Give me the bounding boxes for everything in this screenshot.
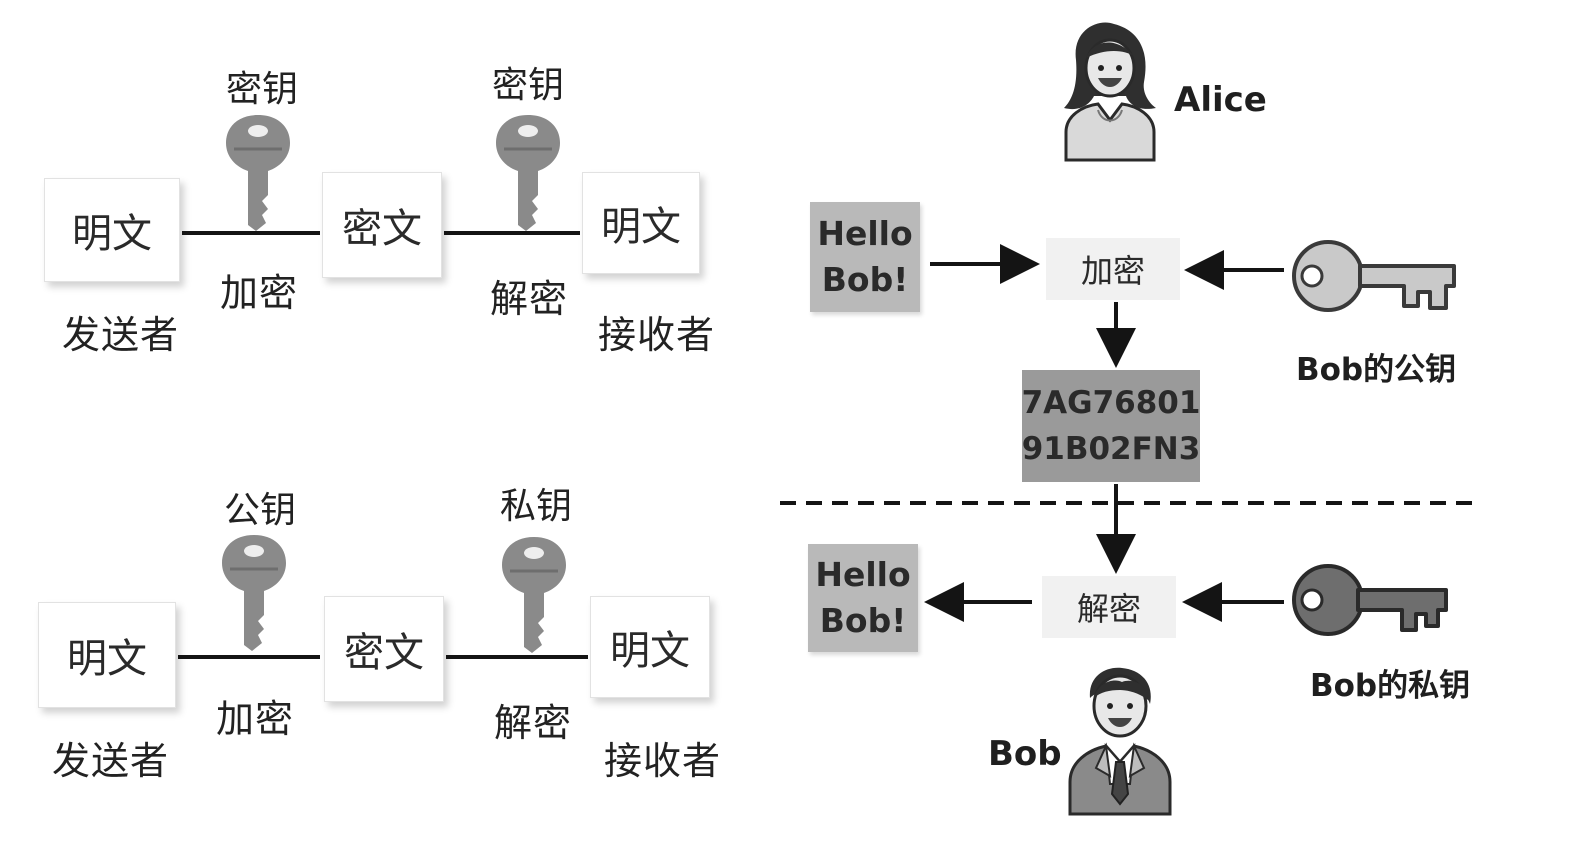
asymmetric-key-left-label: 公钥 bbox=[224, 490, 297, 531]
cipher-line-1: 7AG76801 bbox=[1021, 385, 1201, 421]
symmetric-key-right-icon bbox=[496, 115, 560, 231]
bob-name: Bob bbox=[988, 734, 1062, 774]
symmetric-ciphertext: 密文 bbox=[342, 206, 422, 252]
symmetric-encrypt-line bbox=[182, 231, 320, 235]
message-top-box: Hello Bob! bbox=[810, 202, 920, 312]
message-top-line-2: Bob! bbox=[821, 260, 909, 299]
public-key-label: Bob的公钥 bbox=[1296, 352, 1457, 388]
message-bottom-line-2: Bob! bbox=[819, 601, 907, 640]
symmetric-decrypt-label: 解密 bbox=[490, 277, 569, 321]
message-top-line-1: Hello bbox=[817, 214, 913, 253]
symmetric-plaintext-left: 明文 bbox=[72, 211, 152, 257]
symmetric-plaintext-right: 明文 bbox=[601, 204, 681, 250]
asymmetric-key-right-label: 私钥 bbox=[500, 486, 573, 527]
symmetric-ciphertext-box: 密文 bbox=[322, 172, 442, 278]
decrypt-op-box: 解密 bbox=[1042, 576, 1176, 638]
symmetric-key-left-label: 密钥 bbox=[226, 69, 299, 110]
symmetric-plaintext-left-box: 明文 bbox=[44, 178, 180, 282]
asymmetric-ciphertext: 密文 bbox=[344, 630, 424, 676]
encrypt-op-box: 加密 bbox=[1046, 238, 1180, 300]
asymmetric-public-key-icon bbox=[222, 535, 286, 651]
asymmetric-ciphertext-box: 密文 bbox=[324, 596, 444, 702]
message-bottom-box: Hello Bob! bbox=[808, 544, 918, 652]
asymmetric-plaintext-left: 明文 bbox=[67, 636, 147, 682]
public-key-icon bbox=[1292, 240, 1456, 312]
asymmetric-plaintext-right: 明文 bbox=[610, 628, 690, 674]
asymmetric-receiver-label: 接收者 bbox=[604, 739, 722, 783]
asymmetric-decrypt-line bbox=[446, 655, 588, 659]
alice-name: Alice bbox=[1174, 80, 1267, 120]
asymmetric-sender-label: 发送者 bbox=[52, 739, 170, 783]
symmetric-plaintext-right-box: 明文 bbox=[582, 172, 700, 274]
private-key-label: Bob的私钥 bbox=[1310, 668, 1471, 704]
bob-avatar-icon bbox=[1068, 667, 1172, 816]
encrypt-op-label: 加密 bbox=[1080, 252, 1145, 290]
asymmetric-encrypt-line bbox=[178, 655, 320, 659]
symmetric-decrypt-line bbox=[444, 231, 580, 235]
message-bottom-line-1: Hello bbox=[815, 555, 911, 594]
private-key-icon bbox=[1292, 564, 1448, 636]
symmetric-sender-label: 发送者 bbox=[62, 313, 180, 357]
cipher-box: 7AG76801 91B02FN3 bbox=[1022, 370, 1200, 482]
asymmetric-plaintext-left-box: 明文 bbox=[38, 602, 176, 708]
asymmetric-encrypt-label: 加密 bbox=[216, 697, 295, 741]
asymmetric-plaintext-right-box: 明文 bbox=[590, 596, 710, 698]
symmetric-receiver-label: 接收者 bbox=[598, 313, 716, 357]
symmetric-key-right-label: 密钥 bbox=[492, 65, 565, 106]
cipher-line-2: 91B02FN3 bbox=[1021, 431, 1201, 467]
alice-avatar-icon bbox=[1064, 22, 1156, 162]
symmetric-key-left-icon bbox=[226, 115, 290, 231]
symmetric-encrypt-label: 加密 bbox=[220, 271, 299, 315]
decrypt-op-label: 解密 bbox=[1076, 590, 1141, 628]
asymmetric-private-key-icon bbox=[502, 537, 566, 653]
asymmetric-decrypt-label: 解密 bbox=[494, 701, 573, 745]
